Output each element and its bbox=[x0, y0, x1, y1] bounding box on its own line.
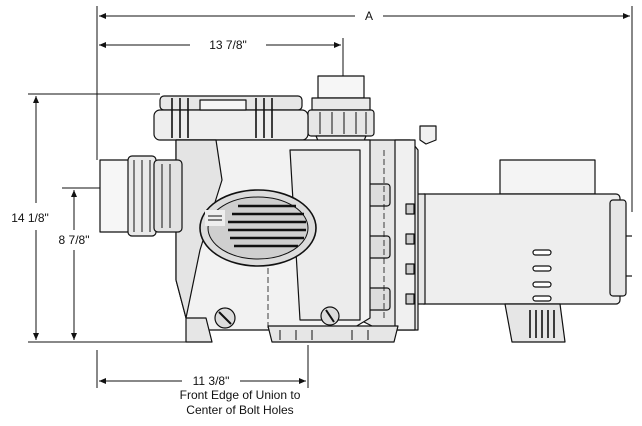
caption-line-1: Front Edge of Union to bbox=[179, 388, 301, 402]
seal-plate bbox=[359, 125, 437, 331]
center-lines bbox=[267, 150, 385, 330]
inlet-union bbox=[99, 155, 183, 237]
motor-vents bbox=[532, 249, 552, 302]
dimension-union-to-bolts-label: 11 3/8" bbox=[193, 374, 230, 388]
dimension-overall-height-label: 14 1/8" bbox=[11, 211, 49, 225]
dimension-overall-height: 14 1/8" bbox=[11, 93, 190, 343]
dimension-a-label: A bbox=[365, 9, 373, 23]
jandy-logo-icon bbox=[199, 189, 317, 267]
dimension-inlet-height-label: 8 7/8" bbox=[59, 233, 90, 247]
strainer-lid bbox=[153, 95, 309, 141]
drain-plug-icon bbox=[214, 306, 340, 329]
dimension-a: A bbox=[96, 6, 633, 212]
dimension-front-to-outlet-label: 13 7/8" bbox=[209, 38, 247, 52]
outlet-port bbox=[307, 75, 375, 151]
dimension-caption: Front Edge of Union to Center of Bolt Ho… bbox=[140, 388, 340, 418]
dimension-union-to-bolts: 11 3/8" bbox=[96, 345, 309, 388]
motor bbox=[404, 159, 632, 343]
pump-base bbox=[185, 317, 399, 343]
pump-illustration bbox=[99, 75, 632, 343]
dimension-inlet-height: 8 7/8" bbox=[59, 187, 103, 340]
caption-line-2: Center of Bolt Holes bbox=[186, 403, 294, 417]
dimension-front-to-outlet: 13 7/8" bbox=[99, 38, 344, 82]
